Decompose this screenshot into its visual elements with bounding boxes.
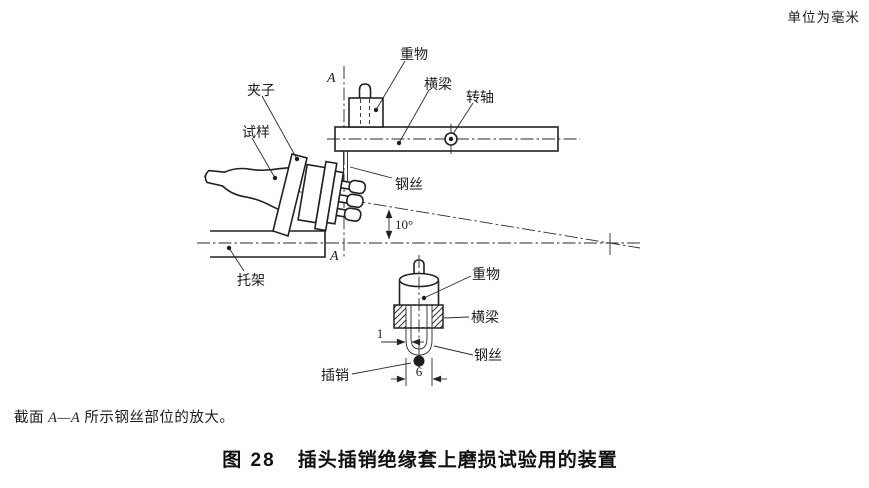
dim-1-label: 1 — [377, 326, 384, 341]
section-note-prefix: 截面 — [14, 410, 49, 426]
bracket-label: 托架 — [237, 273, 265, 289]
pin-sleeve — [346, 193, 364, 209]
weight-main: 重物 — [348, 47, 428, 128]
pivot-shaft: 转轴 — [444, 90, 494, 154]
specimen-label: 试样 — [242, 125, 270, 141]
main-view: A A 10° 托架 — [197, 47, 641, 289]
section-label-top: A — [326, 71, 336, 86]
pin-sleeve — [343, 207, 362, 222]
unit-note: 单位为毫米 — [787, 10, 860, 25]
detail-view: 重物 横梁 钢丝 插销 1 — [321, 255, 502, 386]
plug-assembly: 试样 夹子 — [204, 83, 367, 238]
apparatus-diagram: A A 10° 托架 — [197, 47, 641, 386]
wire-main: 钢丝 — [343, 151, 423, 193]
pin-detail: 插销 — [321, 355, 425, 384]
crossbeam-label-detail: 横梁 — [471, 310, 499, 326]
plug-handle — [204, 166, 291, 213]
crossbeam-label: 横梁 — [424, 77, 452, 93]
section-note: 截面 A—A 所示钢丝部位的放大。 — [14, 406, 234, 427]
wire-label-detail: 钢丝 — [474, 348, 502, 364]
figure-title: 插头插销绝缘套上磨损试验用的装置 — [297, 450, 618, 471]
figure-number: 图 28 — [222, 450, 276, 471]
section-note-aa: A—A — [48, 410, 81, 426]
clamp — [272, 153, 308, 238]
bracket: 托架 — [210, 230, 326, 289]
angle-label: 10° — [395, 217, 413, 232]
wire-label-main: 钢丝 — [395, 177, 423, 193]
weight-label-main: 重物 — [400, 47, 428, 63]
clamp-label: 夹子 — [247, 83, 275, 99]
section-line: A A — [326, 66, 345, 264]
section-label-bottom: A — [329, 249, 339, 264]
section-note-suffix: 所示钢丝部位的放大。 — [80, 410, 235, 426]
shaft-label: 转轴 — [466, 90, 494, 106]
dim-6-label: 6 — [416, 364, 423, 379]
crossbeam-detail: 横梁 — [393, 304, 499, 329]
dimension-loop-width: 6 — [391, 358, 447, 386]
pin-label: 插销 — [321, 368, 349, 384]
pin-sleeve — [348, 179, 367, 195]
weight-label-detail: 重物 — [472, 267, 500, 283]
dimension-wire-diameter: 1 — [377, 326, 424, 346]
figure-caption: 图 28 插头插销绝缘套上磨损试验用的装置 — [0, 445, 840, 472]
